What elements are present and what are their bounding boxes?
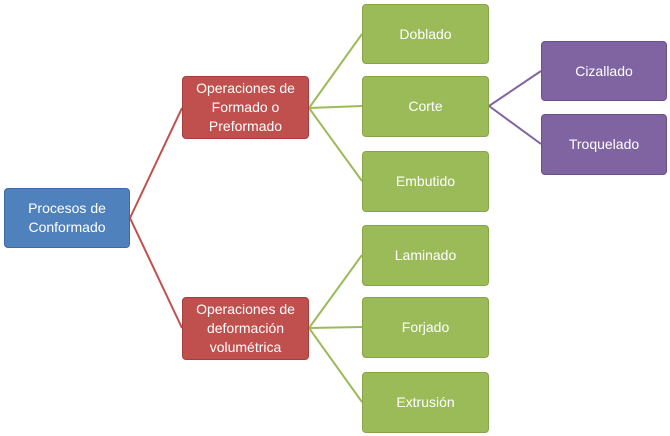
connector-formado-to-embutido xyxy=(308,107,363,182)
node-troquelado: Troquelado xyxy=(541,114,667,175)
node-laminado: Laminado xyxy=(362,225,489,286)
connector-corte-to-cizallado xyxy=(488,70,542,107)
node-cizallado: Cizallado xyxy=(541,41,667,101)
node-procesos-de-conformado: Procesos de Conformado xyxy=(4,188,130,248)
node-forjado: Forjado xyxy=(362,297,489,358)
node-operaciones-de-formado: Operaciones de Formado o Preformado xyxy=(182,76,309,139)
connector-volumetrica-to-forjado xyxy=(308,326,363,329)
node-corte: Corte xyxy=(362,76,489,137)
connector-formado-to-corte xyxy=(308,105,363,109)
connector-formado-to-doblado xyxy=(308,33,363,109)
node-operaciones-de-deformacion-volumetrica: Operaciones de deformación volumétrica xyxy=(182,297,309,360)
connector-root-to-volumetrica xyxy=(129,217,183,329)
connector-volumetrica-to-extrusion xyxy=(308,327,363,403)
node-extrusion: Extrusión xyxy=(362,372,489,433)
connector-volumetrica-to-laminado xyxy=(308,254,363,329)
node-embutido: Embutido xyxy=(362,151,489,212)
connector-root-to-formado xyxy=(129,107,183,219)
node-doblado: Doblado xyxy=(362,4,489,64)
connector-corte-to-troquelado xyxy=(488,105,542,145)
